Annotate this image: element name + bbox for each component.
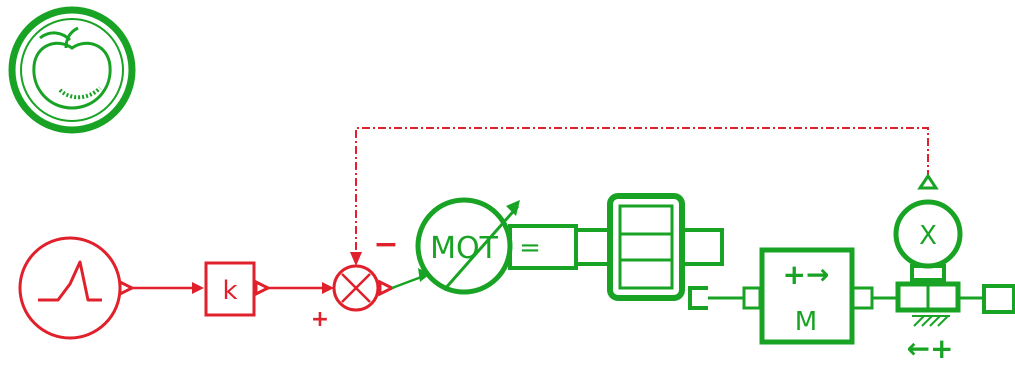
carriage-icon [895,281,1015,314]
signal-source-icon[interactable] [18,236,136,340]
minus-sign: − [373,227,398,262]
gain-block[interactable]: k [204,261,272,317]
motor-input-connector [391,274,425,290]
position-sensor-icon[interactable]: X [893,173,963,282]
feedback-arrowhead [350,252,362,266]
mass-icon[interactable]: +→ M [759,247,855,345]
mass-arrow-label: +→ [783,258,830,291]
direction-label: ←+ [907,332,954,365]
plus-sign: + [311,307,329,332]
mass-port-left [742,286,762,310]
gain-label: k [222,276,237,306]
summing-junction-icon[interactable] [332,264,396,312]
mass-label: M [795,307,817,337]
connector-arrowhead [322,282,334,294]
sensor-label: X [919,221,937,251]
feedback-line [355,127,929,258]
motor-shaft: = [508,224,578,270]
connector-arrowhead [192,282,204,294]
motor-label: MOT [430,231,498,266]
ground-icon [912,315,950,327]
mass-port-right [850,286,874,310]
shaft-mark: = [519,233,541,263]
coupling-icon[interactable] [574,193,724,310]
apple-logo-icon [8,6,136,134]
connector-arrowhead [418,268,430,282]
rotary-motor-icon[interactable]: MOT [415,197,520,295]
